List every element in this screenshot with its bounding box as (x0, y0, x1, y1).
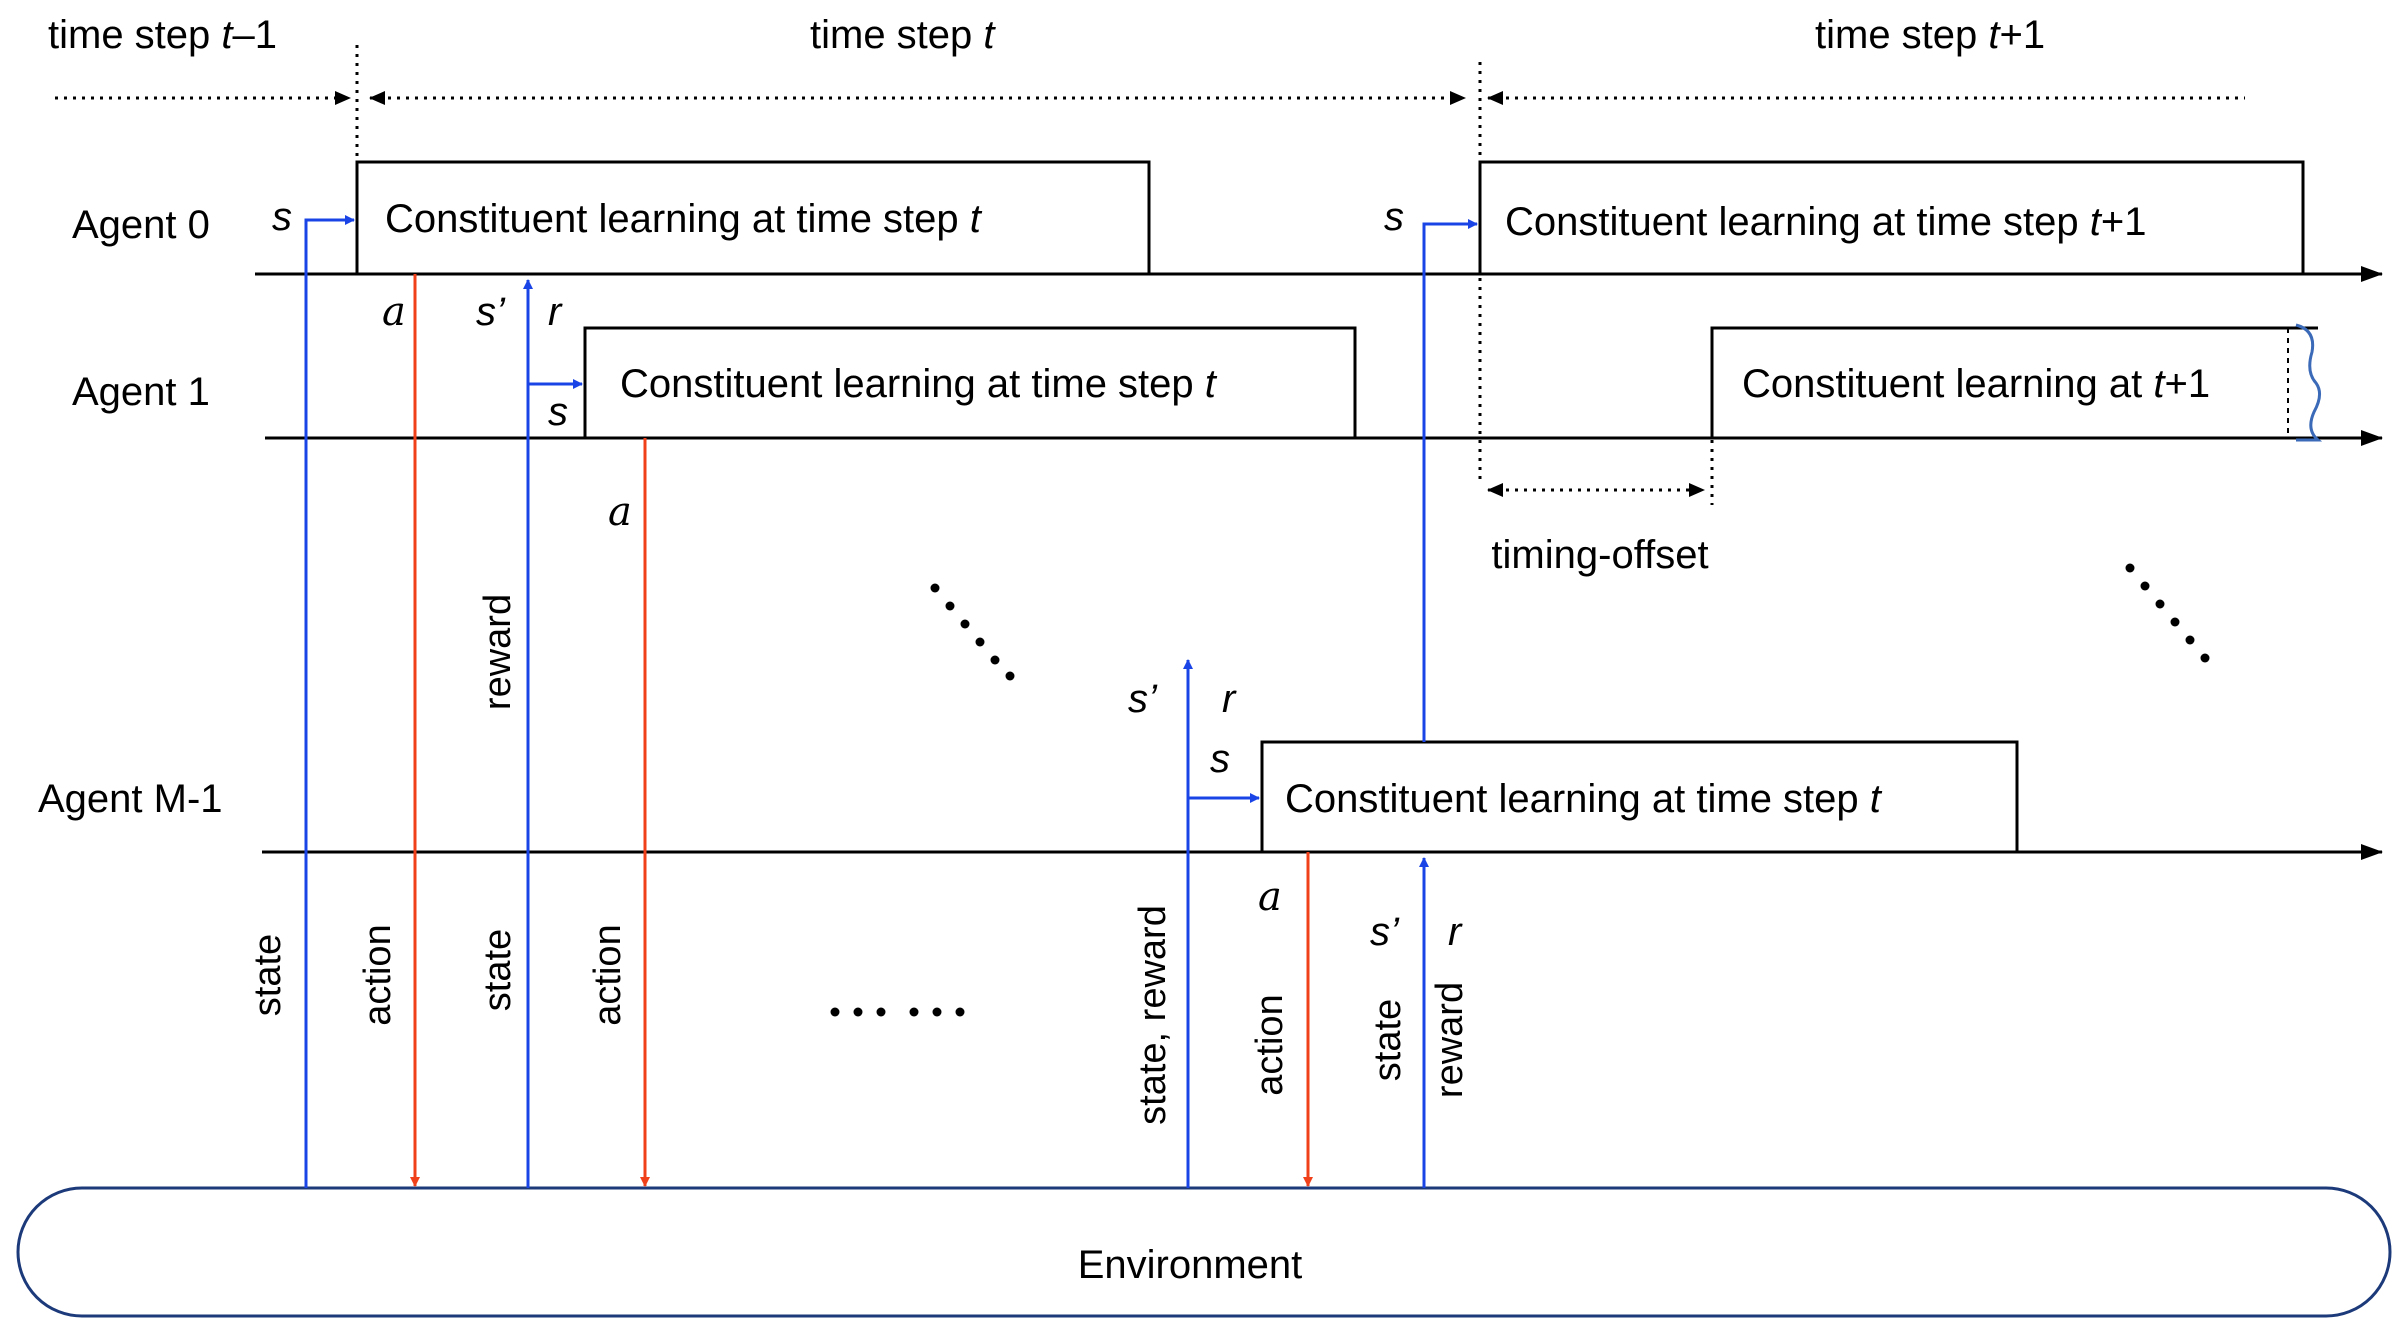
environment-label: Environment (1078, 1243, 1303, 1287)
agent-1-box-t-text: Constituent learning at time step t (620, 362, 1218, 406)
symbol-sprime-agent-0: s’ (476, 290, 506, 334)
label-reward-2: reward (1429, 982, 1471, 1098)
ellipsis-diagonal-1 (930, 583, 1015, 681)
agent-1-box-t1-text: Constituent learning at t+1 (1742, 362, 2210, 406)
agent-0-box-t-text: Constituent learning at time step t (385, 197, 983, 241)
symbol-sprime-env: s’ (1370, 910, 1400, 954)
agent-1-box-t1 (1710, 326, 2318, 440)
time-step-curr-label: time step t (810, 13, 996, 57)
time-step-prev-label: time step t–1 (48, 13, 277, 57)
symbol-a-agent-0: a (382, 289, 406, 335)
agent-1-label: Agent 1 (72, 370, 210, 414)
symbol-a-agent-m1: a (1258, 874, 1282, 920)
agent-0-label: Agent 0 (72, 203, 210, 247)
agent-m1-box-t-text: Constituent learning at time step t (1285, 777, 1883, 821)
symbol-s-agent-0: s (272, 195, 292, 239)
symbol-s-agent-0-t1: s (1384, 195, 1404, 239)
label-state-1: state (247, 934, 289, 1016)
symbol-r-agent-0: r (548, 290, 563, 334)
state-arrow-agent-0-t1 (1422, 219, 1478, 742)
symbol-r-agent-m1: r (1222, 677, 1237, 721)
label-state-3: state (1367, 999, 1409, 1081)
symbol-r-env: r (1448, 910, 1463, 954)
label-state-reward: state, reward (1132, 905, 1174, 1125)
break-icon (2295, 323, 2323, 442)
agent-m1-box-t (1260, 740, 2019, 854)
agent-0-box-t (355, 160, 1151, 276)
label-action-1: action (357, 924, 399, 1025)
symbol-s-agent-m1: s (1210, 737, 1230, 781)
label-reward-1: reward (477, 594, 519, 710)
timing-offset-label: timing-offset (1491, 533, 1708, 577)
label-state-2: state (477, 929, 519, 1011)
label-action-2: action (587, 924, 629, 1025)
time-step-next-label: time step t+1 (1815, 13, 2045, 57)
symbol-s-agent-1: s (548, 390, 568, 434)
environment-shape (16, 1186, 2392, 1318)
ellipsis-diagonal-2 (2125, 563, 2210, 663)
label-action-3: action (1249, 994, 1291, 1095)
agent-1-box-t (583, 326, 1357, 440)
symbol-a-agent-1: a (608, 489, 632, 535)
symbol-sprime-agent-m1: s’ (1128, 677, 1158, 721)
agent-m1-label: Agent M-1 (38, 777, 223, 821)
agent-0-box-t1 (1478, 160, 2305, 276)
ellipsis-horizontal (830, 1007, 965, 1017)
agent-0-box-t1-text: Constituent learning at time step t+1 (1505, 200, 2147, 244)
state-arrow-agent-0 (304, 215, 355, 1188)
